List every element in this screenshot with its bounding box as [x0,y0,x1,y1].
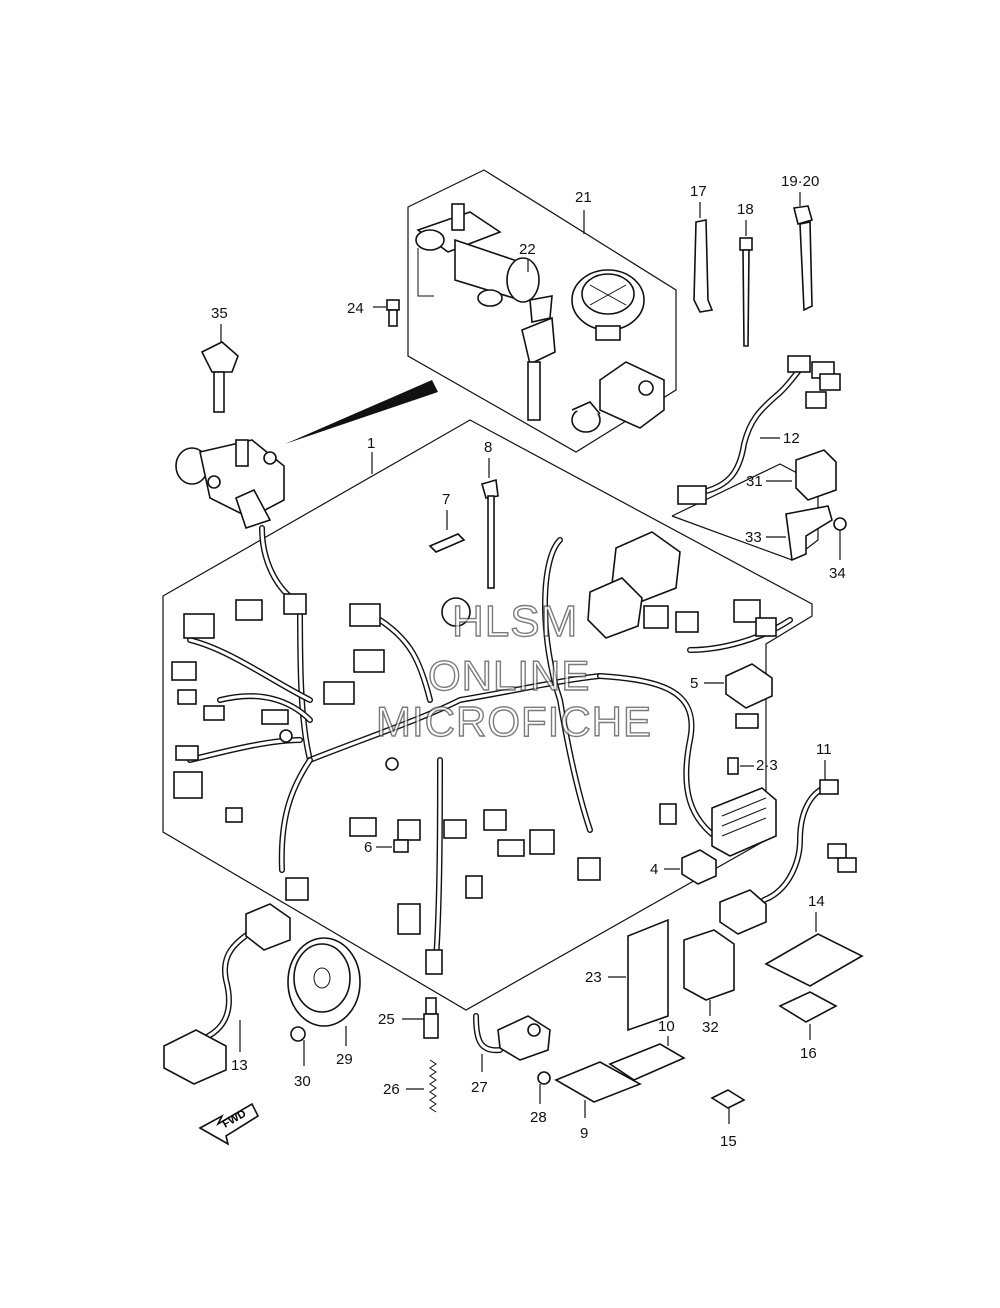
key-35: 35 [200,305,239,413]
callout-34[interactable]: 34 [829,565,846,582]
watermark-line-1: HLSM [452,597,578,646]
callout-21[interactable]: 21 [575,189,592,206]
ignition-switch-part [415,203,540,307]
indicator-arrow [285,380,438,444]
callout-28[interactable]: 28 [530,1109,547,1126]
callout-9[interactable]: 9 [580,1125,588,1142]
callout-33[interactable]: 33 [745,529,762,546]
harness-connectors [171,531,777,975]
callout-18[interactable]: 18 [737,201,754,218]
callout-10[interactable]: 10 [658,1018,675,1035]
label-16: 16 [778,991,838,1062]
callout-12[interactable]: 12 [783,430,800,447]
bolt-28: 28 [530,1071,551,1126]
spring-26: 26 [383,1059,437,1113]
relay-31: 31 [746,449,837,501]
callout-35[interactable]: 35 [211,305,228,322]
callout-22[interactable]: 22 [519,241,536,258]
callout-5[interactable]: 5 [690,675,698,692]
horn-29: 29 [287,937,361,1068]
callout-30[interactable]: 30 [294,1073,311,1090]
part-6: 6 [364,839,409,856]
callout-26[interactable]: 26 [383,1081,400,1098]
tie-18: 18 [737,201,754,347]
fuse-box-part [711,787,777,857]
label-14: 14 [764,893,864,987]
callout-25[interactable]: 25 [378,1011,395,1028]
callout-29[interactable]: 29 [336,1051,353,1068]
callout-2-3[interactable]: 2·3 [756,757,778,774]
callout-6[interactable]: 6 [364,839,372,856]
label-10: 10 [608,1018,686,1081]
callout-15[interactable]: 15 [720,1133,737,1150]
callout-32[interactable]: 32 [702,1019,719,1036]
watermark: HLSM ONLINE MICROFICHE [375,596,652,745]
fwd-arrow-icon: FWD [198,1102,260,1146]
label-9: 9 [554,1061,642,1142]
callout-7[interactable]: 7 [442,491,450,508]
callout-17[interactable]: 17 [690,183,707,200]
tie-8: 8 [481,439,499,589]
callout-23[interactable]: 23 [585,969,602,986]
callout-31[interactable]: 31 [746,473,763,490]
cover-5: 5 [690,663,773,729]
tie-19-20: 19·20 [781,173,819,312]
watermark-line-3: MICROFICHE [376,698,652,745]
callout-16[interactable]: 16 [800,1045,817,1062]
bolt-30: 30 [290,1026,311,1090]
watermark-line-2: ONLINE [428,652,590,699]
switch-25: 25 [378,997,439,1039]
fuel-cap-part [571,269,645,341]
harness-11: 11 [719,741,857,935]
callout-11[interactable]: 11 [816,741,832,758]
callout-8[interactable]: 8 [484,439,492,456]
key-part [521,295,556,421]
callout-24[interactable]: 24 [347,300,364,317]
seat-lock-part [599,361,665,429]
plate-23: 23 [585,918,669,1032]
callout-4[interactable]: 4 [650,861,658,878]
callout-13[interactable]: 13 [231,1057,248,1074]
bolt-34: 34 [829,517,847,582]
ignition-unit-part [175,439,285,530]
bolt-24: 24 [347,299,400,327]
callout-27[interactable]: 27 [471,1079,488,1096]
harness-13: 13 [163,903,291,1085]
part-15: 15 [710,1089,746,1150]
relay-4: 4 [650,849,717,885]
tie-17: 17 [690,183,714,313]
callout-14[interactable]: 14 [808,893,825,910]
relay-32: 32 [683,929,735,1036]
main-harness-box: 1 [162,419,813,1011]
bracket-33: 33 [745,505,833,562]
callout-1[interactable]: 1 [367,435,375,452]
lock-set-box: 21 22 [407,169,677,453]
clip-7: 7 [428,491,466,553]
lock-cylinder-part [571,401,601,433]
sensor-27: 27 [471,1013,551,1096]
fuse-2-3: 2·3 [727,757,778,775]
callout-19-20[interactable]: 19·20 [781,173,819,190]
